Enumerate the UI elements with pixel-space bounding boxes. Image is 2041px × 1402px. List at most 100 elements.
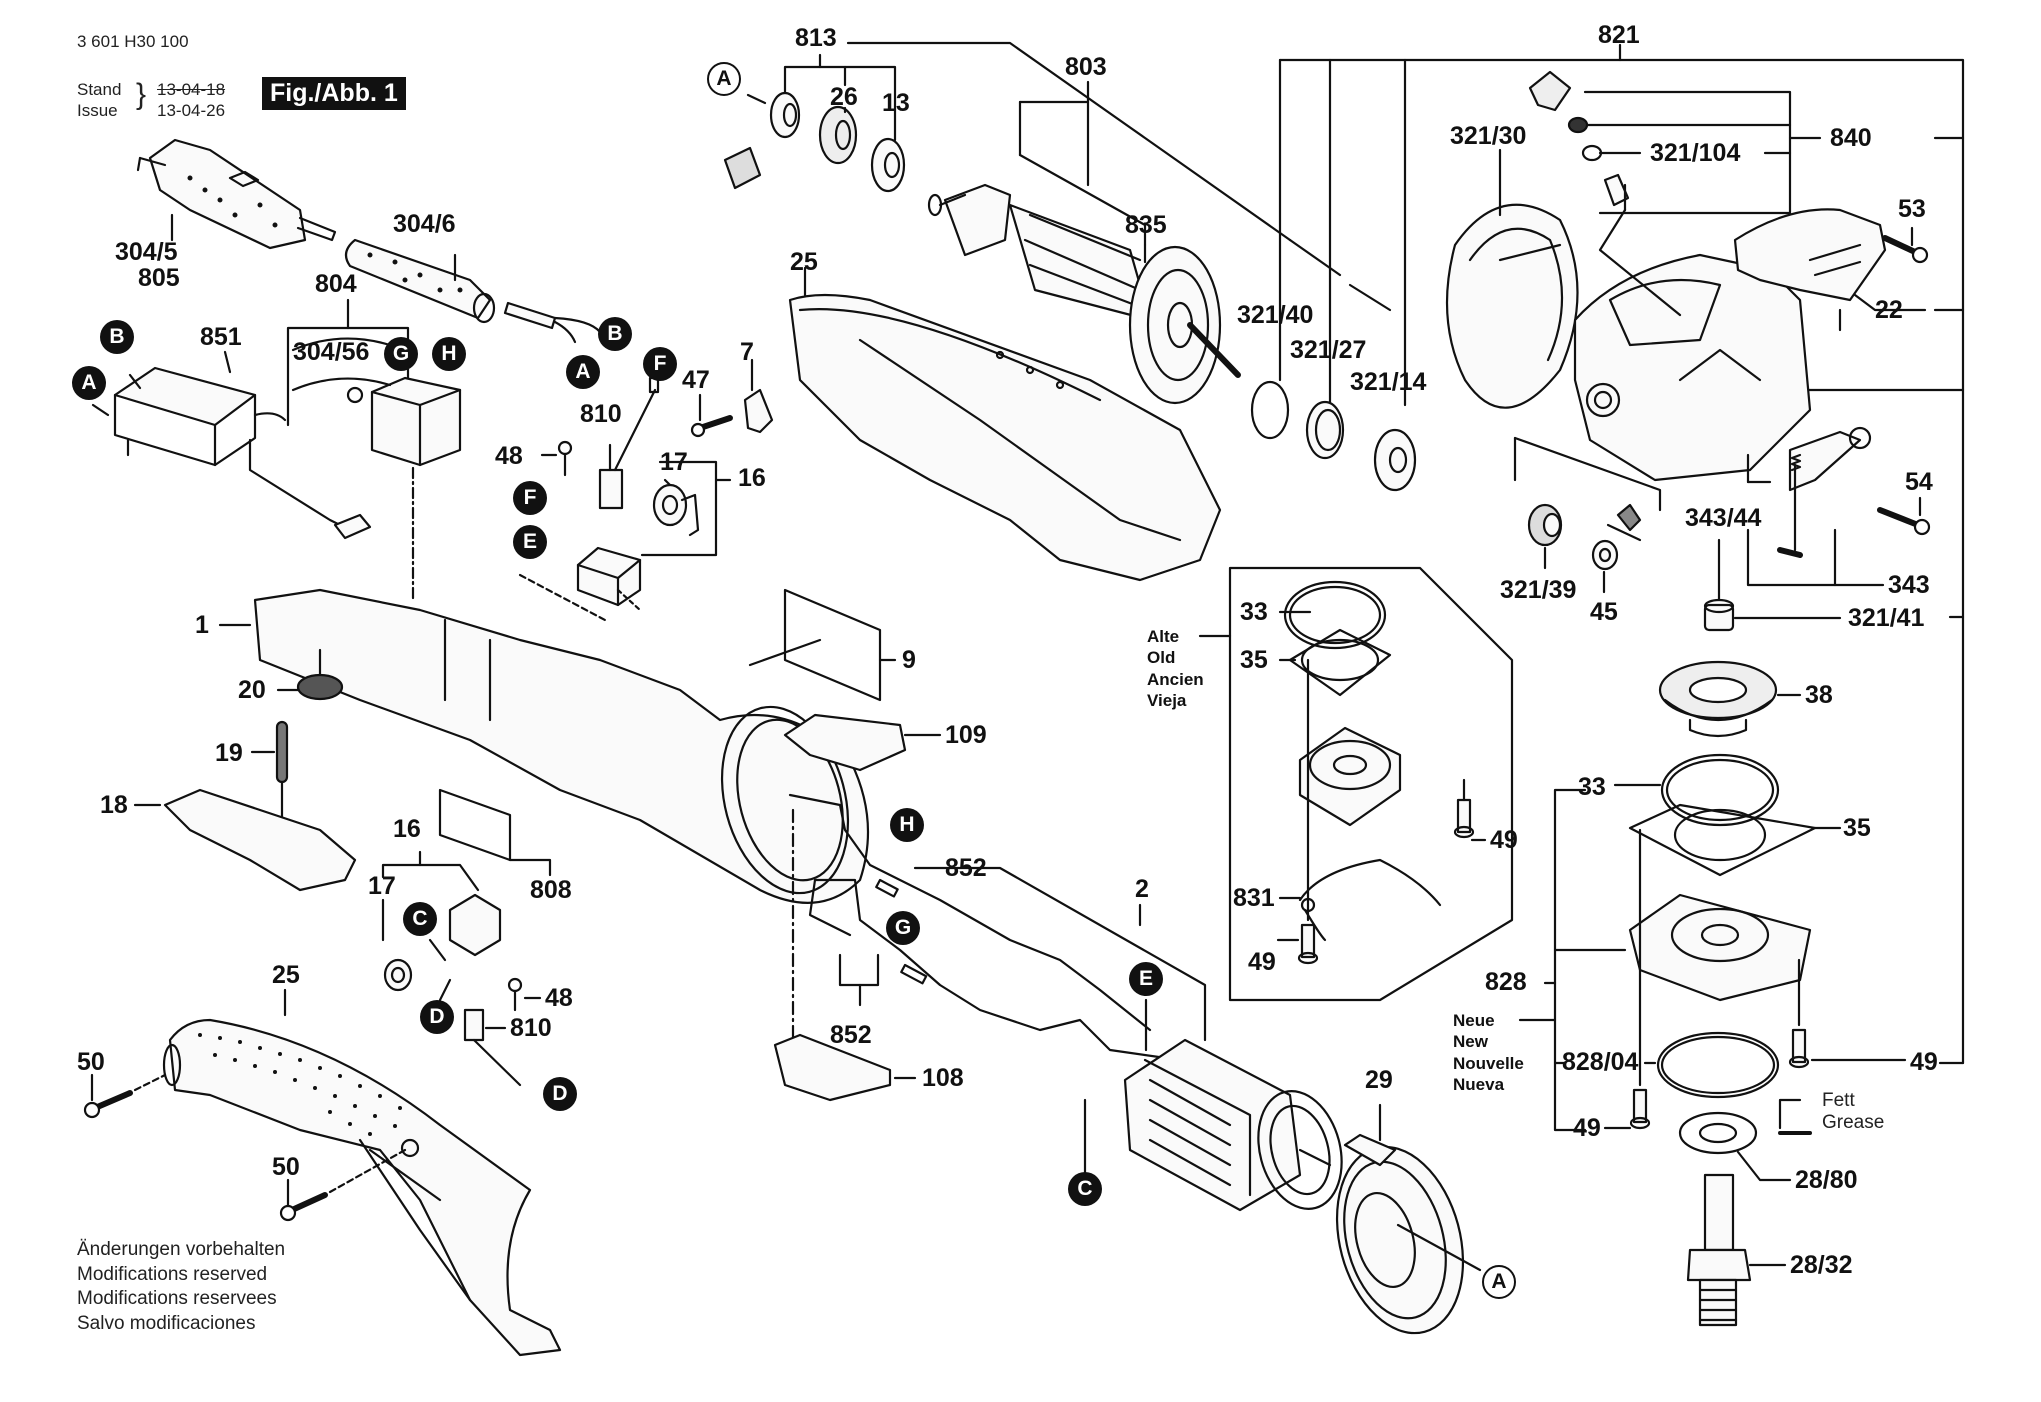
brush-holder-b-part: [448, 893, 502, 957]
part-label: 321/14: [1350, 368, 1427, 396]
part-label: 35: [1240, 646, 1268, 674]
spring-343-44-part: [1790, 453, 1802, 472]
brush-holder-part: [576, 546, 642, 607]
part-label: 49: [1490, 826, 1518, 854]
part-label: 17: [368, 872, 396, 900]
part-label: 304/56: [293, 338, 370, 366]
part-label: 13: [882, 89, 910, 117]
part-label: 343: [1888, 571, 1930, 599]
wiring-harness-part: [788, 793, 1182, 1062]
part-label: 26: [830, 83, 858, 111]
part-label: 321/41: [1848, 604, 1925, 632]
part-label: 50: [77, 1048, 105, 1076]
part-label: 321/30: [1450, 122, 1527, 150]
lock-button-cap-part: [1528, 70, 1572, 112]
part-label: 35: [1843, 814, 1871, 842]
part-label: 321/39: [1500, 576, 1577, 604]
part-label: 19: [215, 739, 243, 767]
part-label: 810: [580, 400, 622, 428]
part-label: 17: [660, 448, 688, 476]
part-label: 22: [1875, 296, 1903, 324]
connector-a-marker: A: [566, 355, 600, 389]
connector-d-marker: D: [543, 1077, 577, 1111]
gear-housing-upper-part: [788, 293, 1222, 582]
part-label: 49: [1910, 1048, 1938, 1076]
power-plug-part: [136, 138, 337, 250]
part-label: 53: [1898, 195, 1926, 223]
cable-sleeve-part: [344, 238, 496, 324]
part-label: 321/27: [1290, 336, 1367, 364]
figure-label: Fig./Abb. 1: [262, 77, 406, 110]
top-cover-part: [1733, 208, 1887, 302]
bearing-321-14-part: [1373, 428, 1417, 492]
part-label: 45: [1590, 598, 1618, 626]
bearing-flange-old-part: [1298, 726, 1402, 827]
bearing-13-part: [870, 137, 906, 193]
part-label: 852: [945, 854, 987, 882]
connector-g-marker: G: [886, 911, 920, 945]
part-label: 831: [1233, 884, 1275, 912]
part-label: 48: [545, 984, 573, 1012]
gasket-35-old-part: [1288, 628, 1392, 697]
pinion-part: [1527, 503, 1563, 547]
part-label: 804: [315, 270, 357, 298]
connector-a-marker: A: [72, 366, 106, 400]
nut-45-part: [1591, 539, 1619, 571]
part-label: 304/6: [393, 210, 456, 238]
spindle-part: [1686, 1173, 1752, 1327]
part-label: 1: [195, 611, 209, 639]
part-label: 38: [1805, 681, 1833, 709]
clip-7-part: [743, 388, 774, 434]
o-ring-33-old-part: [1283, 580, 1387, 650]
part-label: 835: [1125, 211, 1167, 239]
screw-47-part: [690, 415, 733, 438]
air-guide-109-part: [783, 713, 907, 772]
motor-housing-part: [253, 588, 870, 904]
part-label: 9: [902, 646, 916, 674]
part-label: 25: [790, 248, 818, 276]
part-label: 33: [1240, 598, 1268, 626]
insert-part: [1606, 503, 1642, 542]
part-label: 840: [1830, 124, 1872, 152]
field-stator-part: [1123, 1038, 1343, 1212]
handle-part: [162, 1018, 562, 1357]
connector-a-marker: A: [1482, 1265, 1516, 1299]
bearing-part: [769, 91, 801, 139]
o-ring-33-new-part: [1660, 753, 1780, 827]
part-label: 29: [1365, 1066, 1393, 1094]
screw-50a-part: [83, 1073, 167, 1119]
part-label: 109: [945, 721, 987, 749]
part-label: 805: [138, 264, 180, 292]
part-label: 49: [1573, 1114, 1601, 1142]
part-label: 813: [795, 24, 837, 52]
switch-box-part: [113, 366, 372, 540]
part-label: 321/40: [1237, 301, 1314, 329]
clamp-831-part: [1298, 858, 1442, 942]
modifications-note: Änderungen vorbehalten Modifications res…: [77, 1239, 286, 1335]
part-label: 821: [1598, 21, 1640, 49]
issue-label: Issue: [77, 101, 118, 120]
part-label: 49: [1248, 948, 1276, 976]
retainer-part: [723, 146, 762, 190]
cable-clamp-108-part: [773, 1033, 892, 1102]
spring-19-part: [275, 720, 289, 784]
part-label: 28/32: [1790, 1251, 1853, 1279]
part-label: 828/04: [1562, 1048, 1639, 1076]
connector-g-marker: G: [384, 337, 418, 371]
variant-old-labels: Alte Old Ancien Vieja: [1147, 627, 1204, 710]
issue-date: 13-04-26: [157, 101, 226, 120]
connector-h-marker: H: [432, 337, 466, 371]
connector-c-marker: C: [403, 902, 437, 936]
screw-50b-part: [279, 1148, 407, 1222]
part-label: 343/44: [1685, 504, 1762, 532]
screw-53-part: [1882, 235, 1929, 264]
part-label: 16: [738, 464, 766, 492]
part-label: 851: [200, 323, 242, 351]
screw-48-part: [557, 440, 573, 477]
screw-54-part: [1877, 507, 1931, 536]
part-label: 20: [238, 676, 266, 704]
part-label: 28/80: [1795, 1166, 1858, 1194]
gasket-35-new-part: [1628, 803, 1817, 877]
brace-icon: }: [136, 78, 147, 111]
part-label: 321/104: [1650, 139, 1741, 167]
